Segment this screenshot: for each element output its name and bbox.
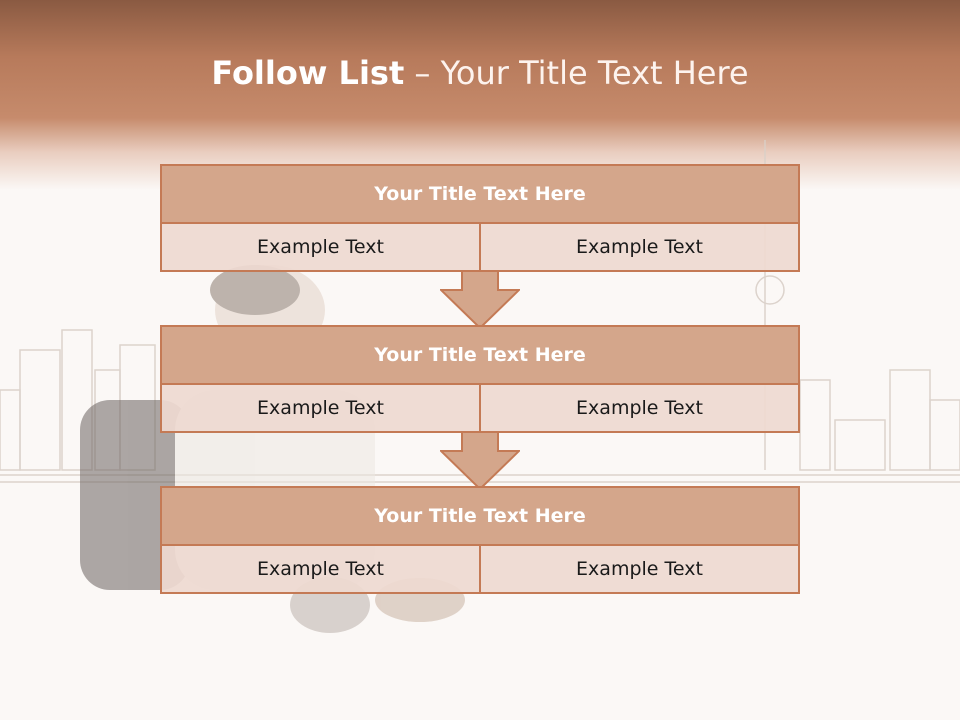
box-cell-left: Example Text <box>162 224 479 270</box>
list-box-2: Your Title Text Here Example Text Exampl… <box>160 325 800 433</box>
box-title: Your Title Text Here <box>162 166 798 224</box>
down-arrow-icon <box>440 431 520 491</box>
box-cell-right: Example Text <box>479 385 798 431</box>
box-title: Your Title Text Here <box>162 488 798 546</box>
list-box-3: Your Title Text Here Example Text Exampl… <box>160 486 800 594</box>
title-bold: Follow List <box>211 54 405 92</box>
box-cell-left: Example Text <box>162 546 479 592</box>
box-cell-right: Example Text <box>479 546 798 592</box>
page-title: Follow List – Your Title Text Here <box>0 54 960 92</box>
box-row: Example Text Example Text <box>162 546 798 592</box>
title-rest: – Your Title Text Here <box>404 54 749 92</box>
box-cell-left: Example Text <box>162 385 479 431</box>
box-title: Your Title Text Here <box>162 327 798 385</box>
down-arrow-icon <box>440 270 520 330</box>
list-box-1: Your Title Text Here Example Text Exampl… <box>160 164 800 272</box>
header-band <box>0 0 960 190</box>
box-row: Example Text Example Text <box>162 385 798 431</box>
box-cell-right: Example Text <box>479 224 798 270</box>
box-row: Example Text Example Text <box>162 224 798 270</box>
